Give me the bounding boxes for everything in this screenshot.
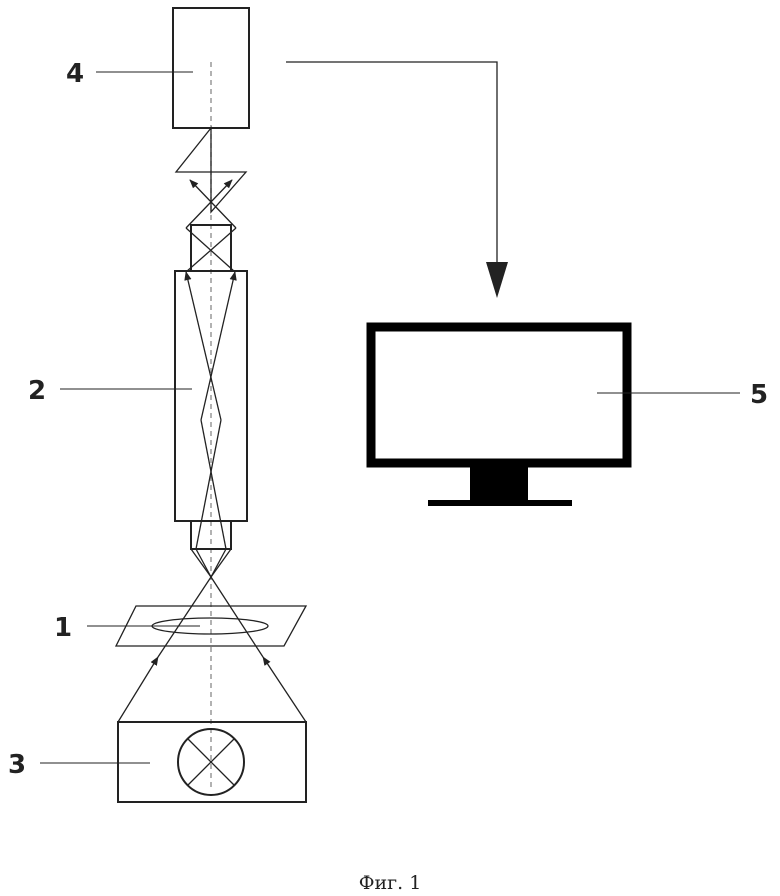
ray-right-to-focus — [211, 577, 263, 657]
illumination-ray-right — [263, 657, 306, 722]
ray-left-to-focus — [158, 577, 211, 657]
label-monitor: 5 — [750, 380, 768, 410]
illumination-ray-left — [118, 657, 158, 722]
tube-ray-2 — [211, 549, 226, 577]
objective-cone — [191, 549, 231, 577]
tube-ray-5 — [186, 272, 221, 420]
figure-caption: Фиг. 1 — [359, 872, 422, 894]
eyepiece-ray-4 — [186, 180, 232, 228]
signal-arrowhead — [486, 262, 508, 298]
eyepiece-ray-3 — [190, 180, 236, 228]
tube-ray-6 — [201, 272, 235, 420]
camera-lens — [176, 128, 246, 212]
signal-cable — [286, 62, 497, 262]
label-microscope: 2 — [28, 376, 46, 406]
label-sample: 1 — [54, 613, 72, 643]
tube-ray-3 — [196, 420, 221, 549]
monitor — [371, 327, 627, 506]
label-camera: 4 — [66, 59, 84, 89]
tube-ray-1 — [196, 549, 211, 577]
tube-ray-4 — [201, 420, 226, 549]
light-source-housing — [118, 722, 306, 802]
label-light-source: 3 — [8, 750, 26, 780]
